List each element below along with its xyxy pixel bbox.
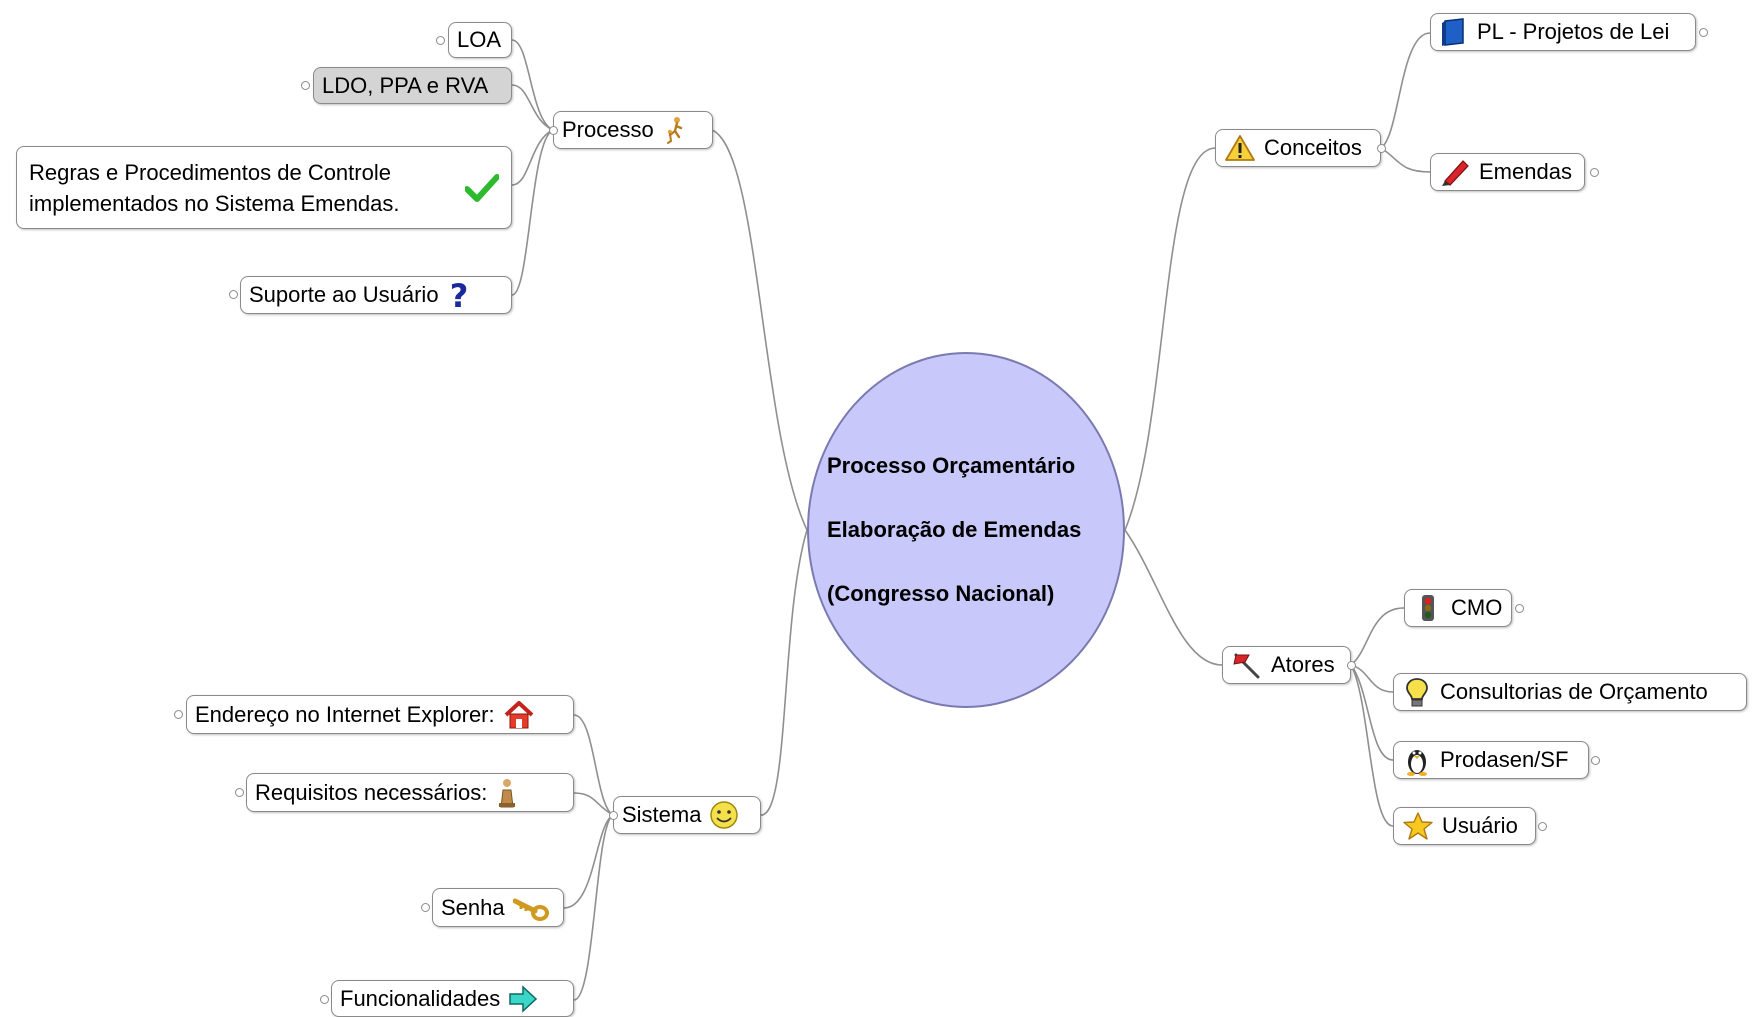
topic-ldo-ppa-rva[interactable]: LDO, PPA e RVA [313,67,512,104]
collapse-knob-sistema[interactable] [609,811,618,820]
topic-suporte-label: Suporte ao Usuário [249,282,439,307]
topic-processo-label: Processo [562,117,654,142]
book-icon [1439,17,1469,47]
link-central-processo [711,129,808,531]
collapse-knob-senha[interactable] [421,903,430,912]
collapse-knob-ldo[interactable] [301,81,310,90]
central-title-line3: (Congresso Nacional) [827,581,1055,606]
topic-emendas[interactable]: Emendas [1430,153,1585,191]
topic-requisitos[interactable]: Requisitos necessários: [246,773,574,812]
warning-icon [1224,134,1256,162]
topic-senha-label: Senha [441,894,505,920]
topic-conceitos[interactable]: Conceitos [1215,129,1381,167]
topic-atores-label: Atores [1271,652,1335,677]
topic-regras-procedimentos[interactable]: Regras e Procedimentos de Controle imple… [16,146,512,229]
pen-icon [1439,157,1471,187]
collapse-knob-suporte[interactable] [229,290,238,299]
arrow-right-icon [508,984,538,1013]
topic-funcionalidades[interactable]: Funcionalidades [331,980,574,1017]
topic-endereco-ie[interactable]: Endereço no Internet Explorer: [186,695,574,734]
topic-prodasen-label: Prodasen/SF [1440,747,1569,772]
collapse-knob-funcionalidades[interactable] [320,995,329,1004]
svg-text:?: ? [449,279,468,311]
topic-sistema[interactable]: Sistema [613,796,761,834]
central-topic[interactable]: Processo Orçamentário Elaboração de Emen… [807,352,1125,708]
central-title-line2: Elaboração de Emendas [827,517,1082,542]
topic-processo[interactable]: Processo [553,111,713,149]
smiley-icon [709,800,739,830]
collapse-knob-usuario[interactable] [1538,822,1547,831]
regras-line2: implementados no Sistema Emendas. [29,190,400,216]
collapse-knob-emendas[interactable] [1590,168,1599,177]
topic-conceitos-label: Conceitos [1264,135,1362,160]
question-mark-icon: ? [447,279,471,311]
regras-line1: Regras e Procedimentos de Controle [29,159,391,185]
link-central-sistema [759,529,808,816]
topic-requisitos-label: Requisitos necessários: [255,779,488,805]
lightbulb-icon [1402,676,1432,708]
collapse-knob-atores[interactable] [1347,661,1356,670]
home-icon [503,700,535,730]
regras-text-block: Regras e Procedimentos de Controle imple… [29,157,400,219]
star-icon [1402,811,1434,841]
flag-icon [1231,651,1263,679]
traffic-light-icon [1413,593,1443,623]
collapse-knob-requisitos[interactable] [235,788,244,797]
collapse-knob-endereco[interactable] [174,710,183,719]
central-title-line1: Processo Orçamentário [827,453,1076,478]
collapse-knob-pl[interactable] [1699,28,1708,37]
penguin-icon [1402,744,1432,776]
person-icon [495,777,519,809]
link-central-atores [1124,529,1223,666]
topic-funcionalidades-label: Funcionalidades [340,985,501,1011]
topic-ldo-label: LDO, PPA e RVA [322,72,489,98]
collapse-knob-conceitos[interactable] [1377,144,1386,153]
checkmark-icon [465,173,499,203]
people-icon [662,115,688,145]
key-icon [512,895,549,921]
topic-suporte-usuario[interactable]: Suporte ao Usuário ? [240,276,512,314]
collapse-knob-loa[interactable] [436,36,445,45]
topic-emendas-label: Emendas [1479,159,1572,184]
topic-usuario[interactable]: Usuário [1393,807,1536,845]
topic-prodasen[interactable]: Prodasen/SF [1393,741,1589,779]
topic-loa[interactable]: LOA [448,22,512,58]
topic-sistema-label: Sistema [622,802,702,827]
link-central-conceitos [1124,147,1216,531]
topic-cmo[interactable]: CMO [1404,589,1512,627]
topic-loa-label: LOA [457,27,502,52]
collapse-knob-processo[interactable] [549,126,558,135]
topic-atores[interactable]: Atores [1222,646,1351,684]
topic-consultorias[interactable]: Consultorias de Orçamento [1393,673,1747,711]
topic-endereco-label: Endereço no Internet Explorer: [195,701,495,727]
collapse-knob-prodasen[interactable] [1591,756,1600,765]
topic-consultorias-label: Consultorias de Orçamento [1440,679,1708,704]
topic-cmo-label: CMO [1451,595,1503,620]
topic-pl-projetos-lei[interactable]: PL - Projetos de Lei [1430,13,1696,51]
topic-usuario-label: Usuário [1442,813,1518,838]
topic-pl-label: PL - Projetos de Lei [1477,19,1670,44]
topic-senha[interactable]: Senha [432,888,564,927]
collapse-knob-cmo[interactable] [1515,604,1524,613]
